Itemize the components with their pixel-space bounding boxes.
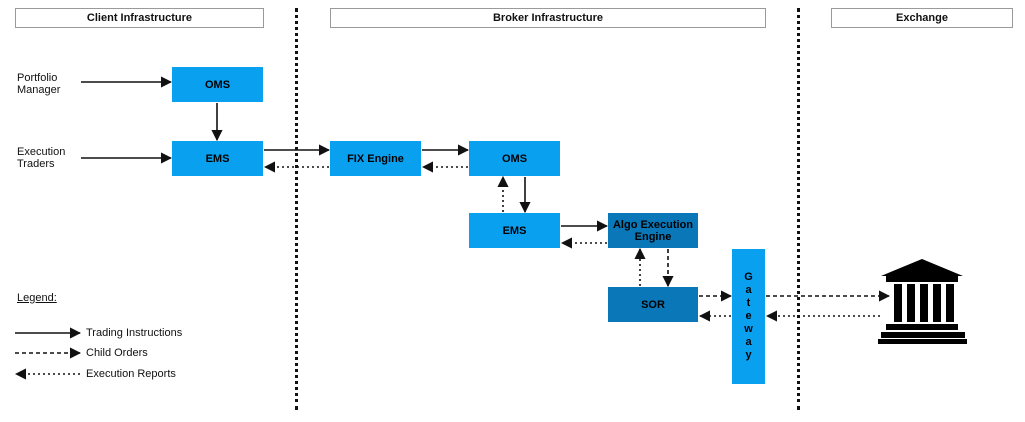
header-broker-infrastructure: Broker Infrastructure [330, 8, 766, 28]
algo-execution-engine-box: Algo Execution Engine [608, 213, 698, 248]
legend-title: Legend: [17, 292, 57, 304]
header-exchange: Exchange [831, 8, 1013, 28]
exchange-building-icon [878, 259, 967, 344]
gateway-letter: e [745, 310, 752, 322]
execution-traders-label: Execution Traders [17, 146, 66, 170]
gateway-letter: a [745, 284, 752, 296]
legend-trading-instructions: Trading Instructions [86, 327, 183, 339]
gateway-letter: t [746, 297, 751, 309]
gateway-box: G a t e w a y [732, 249, 765, 384]
sor-box: SOR [608, 287, 698, 322]
legend-child-orders: Child Orders [86, 347, 148, 359]
gateway-letter: w [744, 323, 753, 335]
gateway-letter: a [745, 336, 752, 348]
client-ems-box: EMS [172, 141, 263, 176]
broker-ems-box: EMS [469, 213, 560, 248]
broker-oms-box: OMS [469, 141, 560, 176]
gateway-letter: G [744, 271, 753, 283]
client-oms-box: OMS [172, 67, 263, 102]
portfolio-manager-label: Portfolio Manager [17, 72, 61, 96]
fix-engine-box: FIX Engine [330, 141, 421, 176]
separator-broker-exchange [797, 8, 800, 410]
header-client-infrastructure: Client Infrastructure [15, 8, 264, 28]
separator-client-broker [295, 8, 298, 410]
legend-execution-reports: Execution Reports [86, 368, 176, 380]
gateway-letter: y [745, 349, 752, 361]
